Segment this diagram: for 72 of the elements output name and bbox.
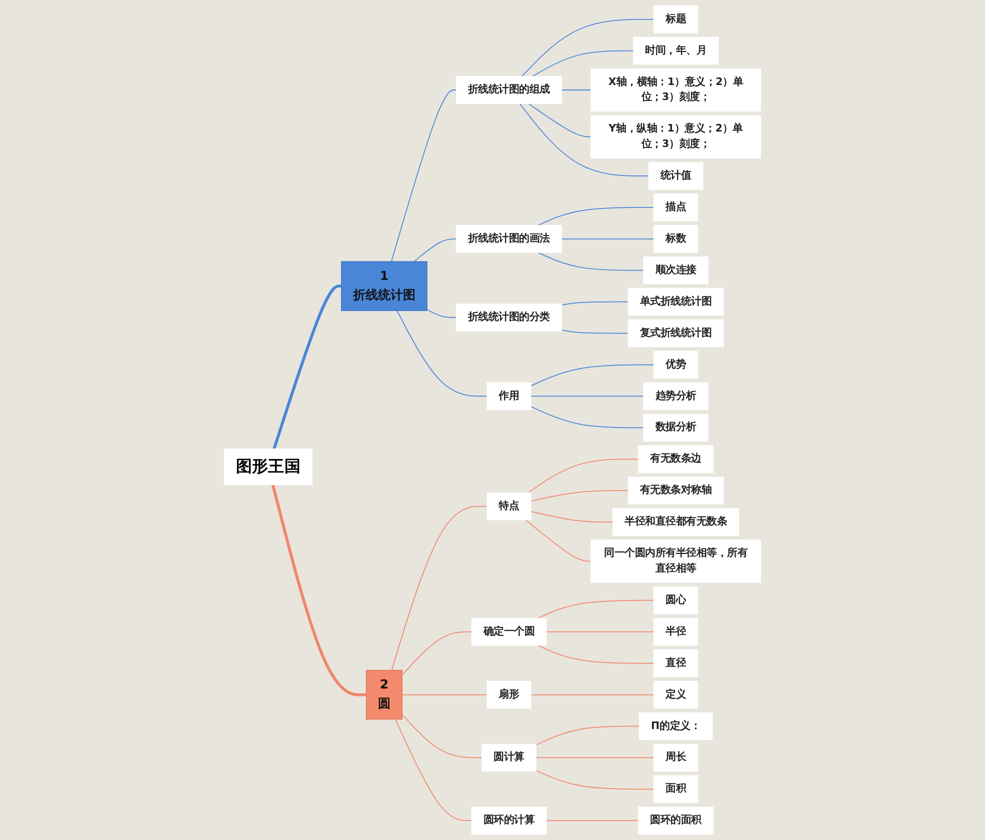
node-box: 半径和直径都有无数条 (612, 508, 740, 536)
connector (394, 718, 472, 822)
connector (561, 238, 654, 240)
connector (546, 631, 654, 632)
connector (532, 50, 634, 77)
connector (537, 207, 654, 226)
node-box: 标数 (653, 225, 698, 253)
node-box: 特点 (486, 492, 532, 520)
node-box: Y轴，纵轴：1）意义；2）单位；3）刻度； (590, 115, 762, 158)
node-box: X轴，横轴：1）意义；2）单位；3）刻度； (590, 68, 762, 112)
connector (391, 506, 488, 671)
node-box: 圆心 (653, 586, 698, 614)
node-box: 1 折线统计图 (341, 261, 428, 311)
connector (390, 90, 457, 262)
node-box: 图形王国 (224, 448, 312, 486)
node-box: 圆环的面积 (638, 806, 714, 834)
node-box: 面积 (653, 775, 698, 804)
connector (537, 252, 644, 271)
connector (414, 238, 457, 262)
connector (530, 396, 644, 397)
connector (402, 631, 472, 676)
node-box: 有无数条对称轴 (628, 476, 724, 504)
connector (271, 484, 366, 696)
node-box: 顺次连接 (643, 256, 708, 284)
connector (530, 694, 654, 696)
connector (530, 364, 654, 386)
connector (272, 284, 342, 450)
node-box: 直径 (653, 649, 698, 678)
connector (402, 694, 488, 696)
connector (536, 770, 654, 790)
node-box: 圆计算 (482, 744, 536, 772)
connector (528, 458, 639, 494)
node-box: 确定一个圆 (471, 618, 547, 646)
connector (402, 714, 482, 758)
node-box: 折线统计图的组成 (456, 76, 562, 104)
connector (561, 301, 629, 306)
node-box: 复式折线统计图 (628, 319, 724, 348)
node-box: 半径 (653, 618, 698, 646)
connector (519, 103, 650, 176)
connector (561, 329, 629, 334)
node-box: 同一个圆内所有半径相等，所有直径相等 (590, 540, 762, 583)
node-box: 描点 (653, 194, 698, 222)
node-box: 时间，年、月 (633, 36, 719, 65)
node-box: 标题 (653, 6, 698, 34)
node-box: 优势 (653, 350, 698, 379)
connector (537, 600, 654, 619)
node-box: 作用 (486, 382, 532, 410)
connector (536, 726, 640, 746)
node-box: 周长 (653, 744, 698, 772)
node-box: 单式折线统计图 (628, 288, 724, 316)
connector (536, 757, 654, 758)
node-box: 数据分析 (643, 414, 708, 442)
node-box: 折线统计图的画法 (456, 225, 562, 253)
connector (426, 309, 457, 318)
connector (530, 511, 614, 523)
node-box: 圆环的计算 (471, 806, 547, 834)
node-box: 扇形 (486, 680, 532, 709)
node-box: 统计值 (648, 162, 704, 190)
node-box: 折线统计图的分类 (456, 304, 562, 332)
node-box: 2 圆 (366, 670, 402, 720)
connector (521, 18, 654, 77)
node-box: 定义 (653, 680, 698, 709)
connector (396, 310, 488, 397)
connector (530, 490, 629, 502)
node-box: Π的定义： (638, 712, 713, 740)
node-box: 有无数条边 (638, 445, 714, 474)
node-box: 趋势分析 (643, 382, 708, 410)
connector (528, 103, 592, 138)
connector (537, 644, 654, 664)
connector (546, 820, 639, 822)
connector (530, 406, 644, 428)
connector (525, 519, 592, 562)
